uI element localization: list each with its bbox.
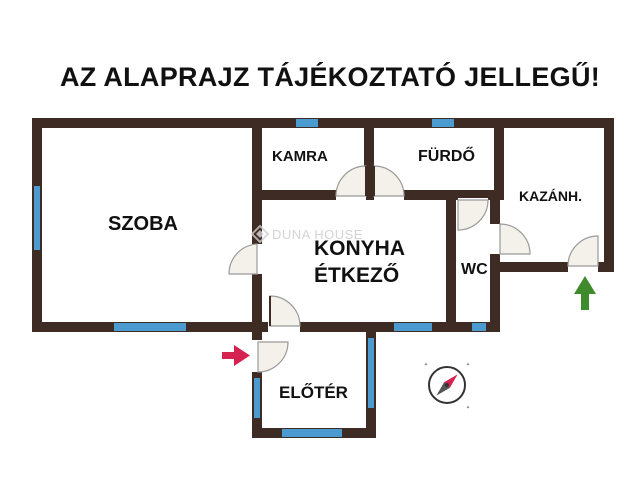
watermark: DUNA HOUSE bbox=[250, 224, 363, 244]
window bbox=[432, 119, 454, 127]
door-wc bbox=[457, 198, 489, 231]
room-label-furdo: FÜRDŐ bbox=[418, 146, 475, 165]
door-szoba bbox=[228, 243, 263, 275]
doors bbox=[228, 165, 599, 373]
svg-text:✦: ✦ bbox=[466, 362, 470, 368]
room-label-konyha: KONYHA bbox=[314, 237, 405, 260]
room-label-kamra: KAMRA bbox=[272, 148, 328, 165]
room-label-szoba: SZOBA bbox=[108, 213, 178, 235]
room-label-etkezo: ÉTKEZŐ bbox=[314, 264, 399, 287]
room-label-kazan: KAZÁNH. bbox=[519, 188, 582, 204]
wall-szoba-right bbox=[252, 118, 262, 332]
door-konyha bbox=[268, 295, 301, 333]
exit-arrow-icon bbox=[574, 276, 596, 310]
window bbox=[282, 429, 342, 437]
floorplan-disclaimer-title: AZ ALAPRAJZ TÁJÉKOZTATÓ JELLEGŰ! bbox=[59, 62, 601, 92]
watermark-logo-icon bbox=[250, 224, 270, 244]
wall-furdo-right bbox=[494, 118, 504, 198]
room-label-wc: WC bbox=[461, 261, 488, 278]
wall-top bbox=[32, 118, 614, 128]
watermark-text: DUNA HOUSE bbox=[272, 227, 363, 242]
wall-kamra-right bbox=[364, 118, 374, 196]
window bbox=[34, 186, 40, 250]
door-kazan-exterior bbox=[567, 235, 599, 273]
wall-kazan-bottom bbox=[500, 262, 614, 272]
door-kamra bbox=[335, 165, 367, 201]
wall-bottom-left bbox=[32, 322, 460, 332]
window bbox=[368, 338, 374, 408]
svg-text:✦: ✦ bbox=[424, 362, 428, 368]
compass-icon: ✦ ✦ ✦ bbox=[424, 362, 470, 411]
window bbox=[114, 323, 186, 331]
door-entrance bbox=[251, 340, 289, 373]
svg-text:✦: ✦ bbox=[466, 405, 470, 411]
entrance-arrow-icon bbox=[222, 345, 250, 366]
window bbox=[394, 323, 432, 331]
door-kazan-inner bbox=[489, 223, 531, 255]
window bbox=[254, 378, 260, 418]
window bbox=[472, 323, 486, 331]
window bbox=[296, 119, 318, 127]
windows bbox=[34, 119, 486, 437]
wall-wc-right bbox=[490, 192, 500, 332]
wall-right-kazan bbox=[604, 118, 614, 272]
door-furdo bbox=[373, 165, 405, 201]
wall-konyha-right bbox=[446, 190, 456, 332]
room-label-eloter: ELŐTÉR bbox=[279, 383, 348, 402]
